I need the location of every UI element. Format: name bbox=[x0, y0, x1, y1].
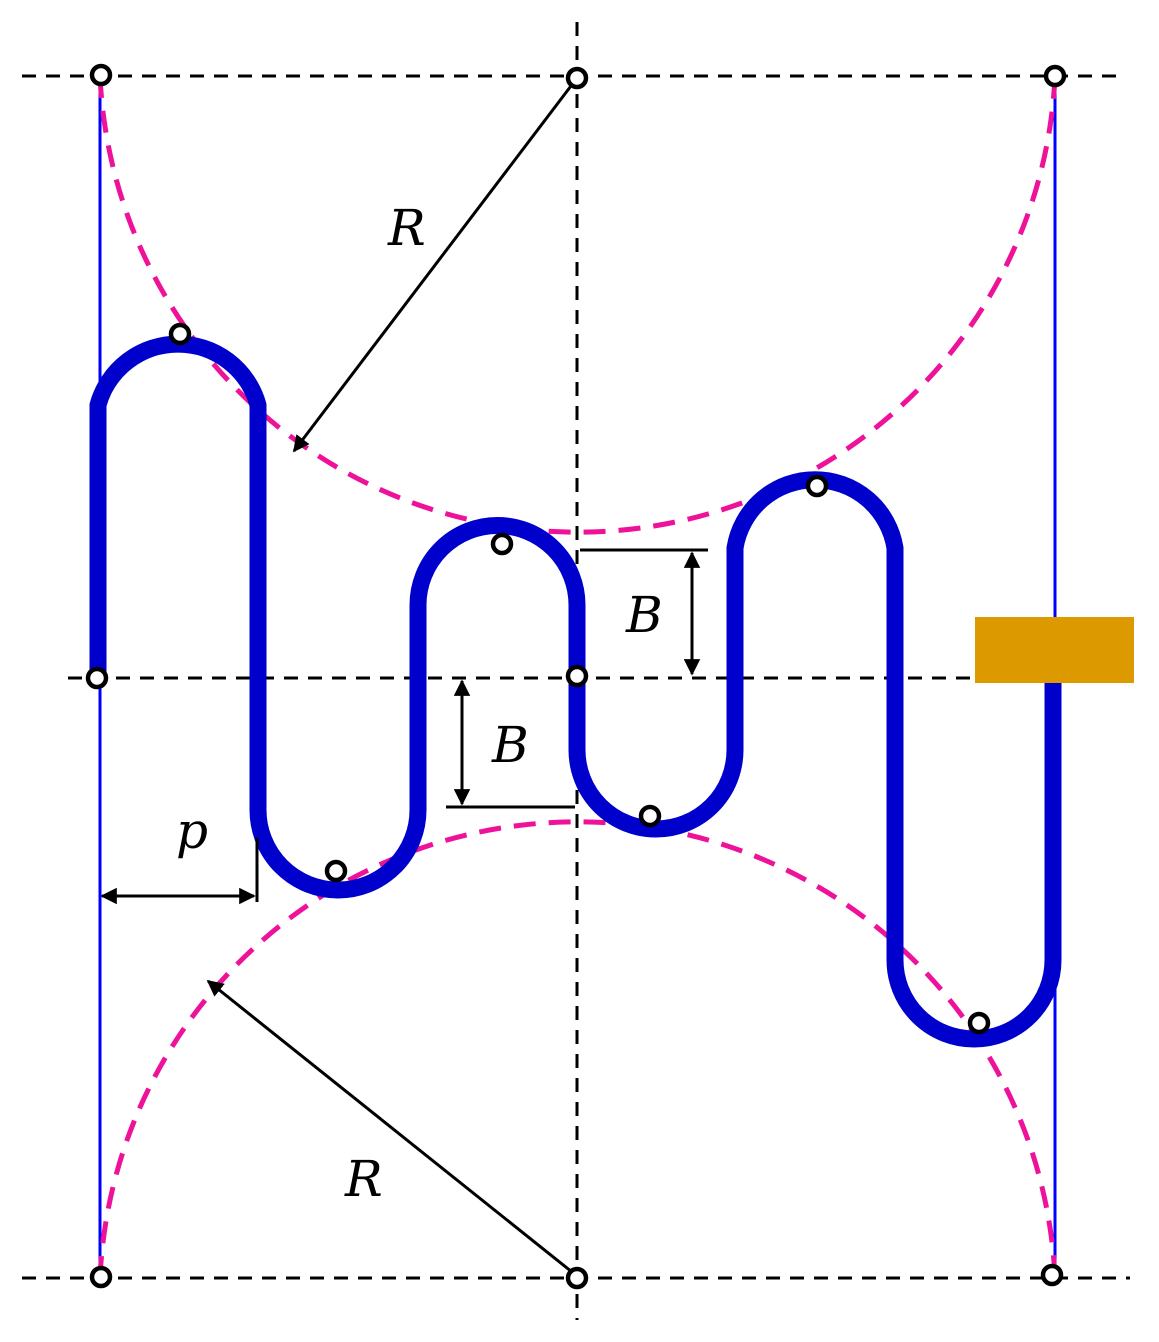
node-spring-contact-6 bbox=[967, 1011, 991, 1035]
offset-dimension-lower bbox=[446, 679, 575, 809]
offset-dimension-upper bbox=[580, 548, 708, 676]
meander-spring bbox=[89, 335, 1062, 1048]
radius-label-bottom: R bbox=[344, 1150, 383, 1208]
offset-label-lower: B bbox=[491, 716, 529, 774]
anchor-block bbox=[975, 617, 1134, 683]
node-spring-contact-5 bbox=[638, 804, 662, 828]
radius-arrow-lower bbox=[206, 979, 578, 1278]
lower-envelope-arc bbox=[97, 819, 1058, 1279]
node-top-left bbox=[89, 63, 113, 87]
radius-arrow-upper bbox=[292, 77, 579, 453]
radius-label-top: R bbox=[387, 199, 426, 257]
node-spring-contact-1 bbox=[168, 322, 192, 346]
nodes bbox=[85, 63, 1067, 1290]
node-middle-left bbox=[85, 666, 109, 690]
node-top-right bbox=[1043, 64, 1067, 88]
radius-dimensions bbox=[206, 77, 579, 1278]
node-bottom-left bbox=[89, 1265, 113, 1289]
node-spring-contact-2 bbox=[490, 532, 514, 556]
node-middle-center bbox=[565, 664, 589, 688]
offset-label-upper: B bbox=[625, 586, 663, 644]
node-bottom-center bbox=[565, 1266, 589, 1290]
node-spring-contact-4 bbox=[324, 859, 348, 883]
pitch-label: p bbox=[176, 802, 208, 860]
node-spring-contact-3 bbox=[805, 474, 829, 498]
node-top-center bbox=[565, 66, 589, 90]
pitch-dimension bbox=[100, 838, 259, 905]
node-bottom-right bbox=[1040, 1263, 1064, 1287]
envelope-arcs bbox=[97, 75, 1058, 1279]
upper-envelope-arc bbox=[97, 75, 1058, 535]
